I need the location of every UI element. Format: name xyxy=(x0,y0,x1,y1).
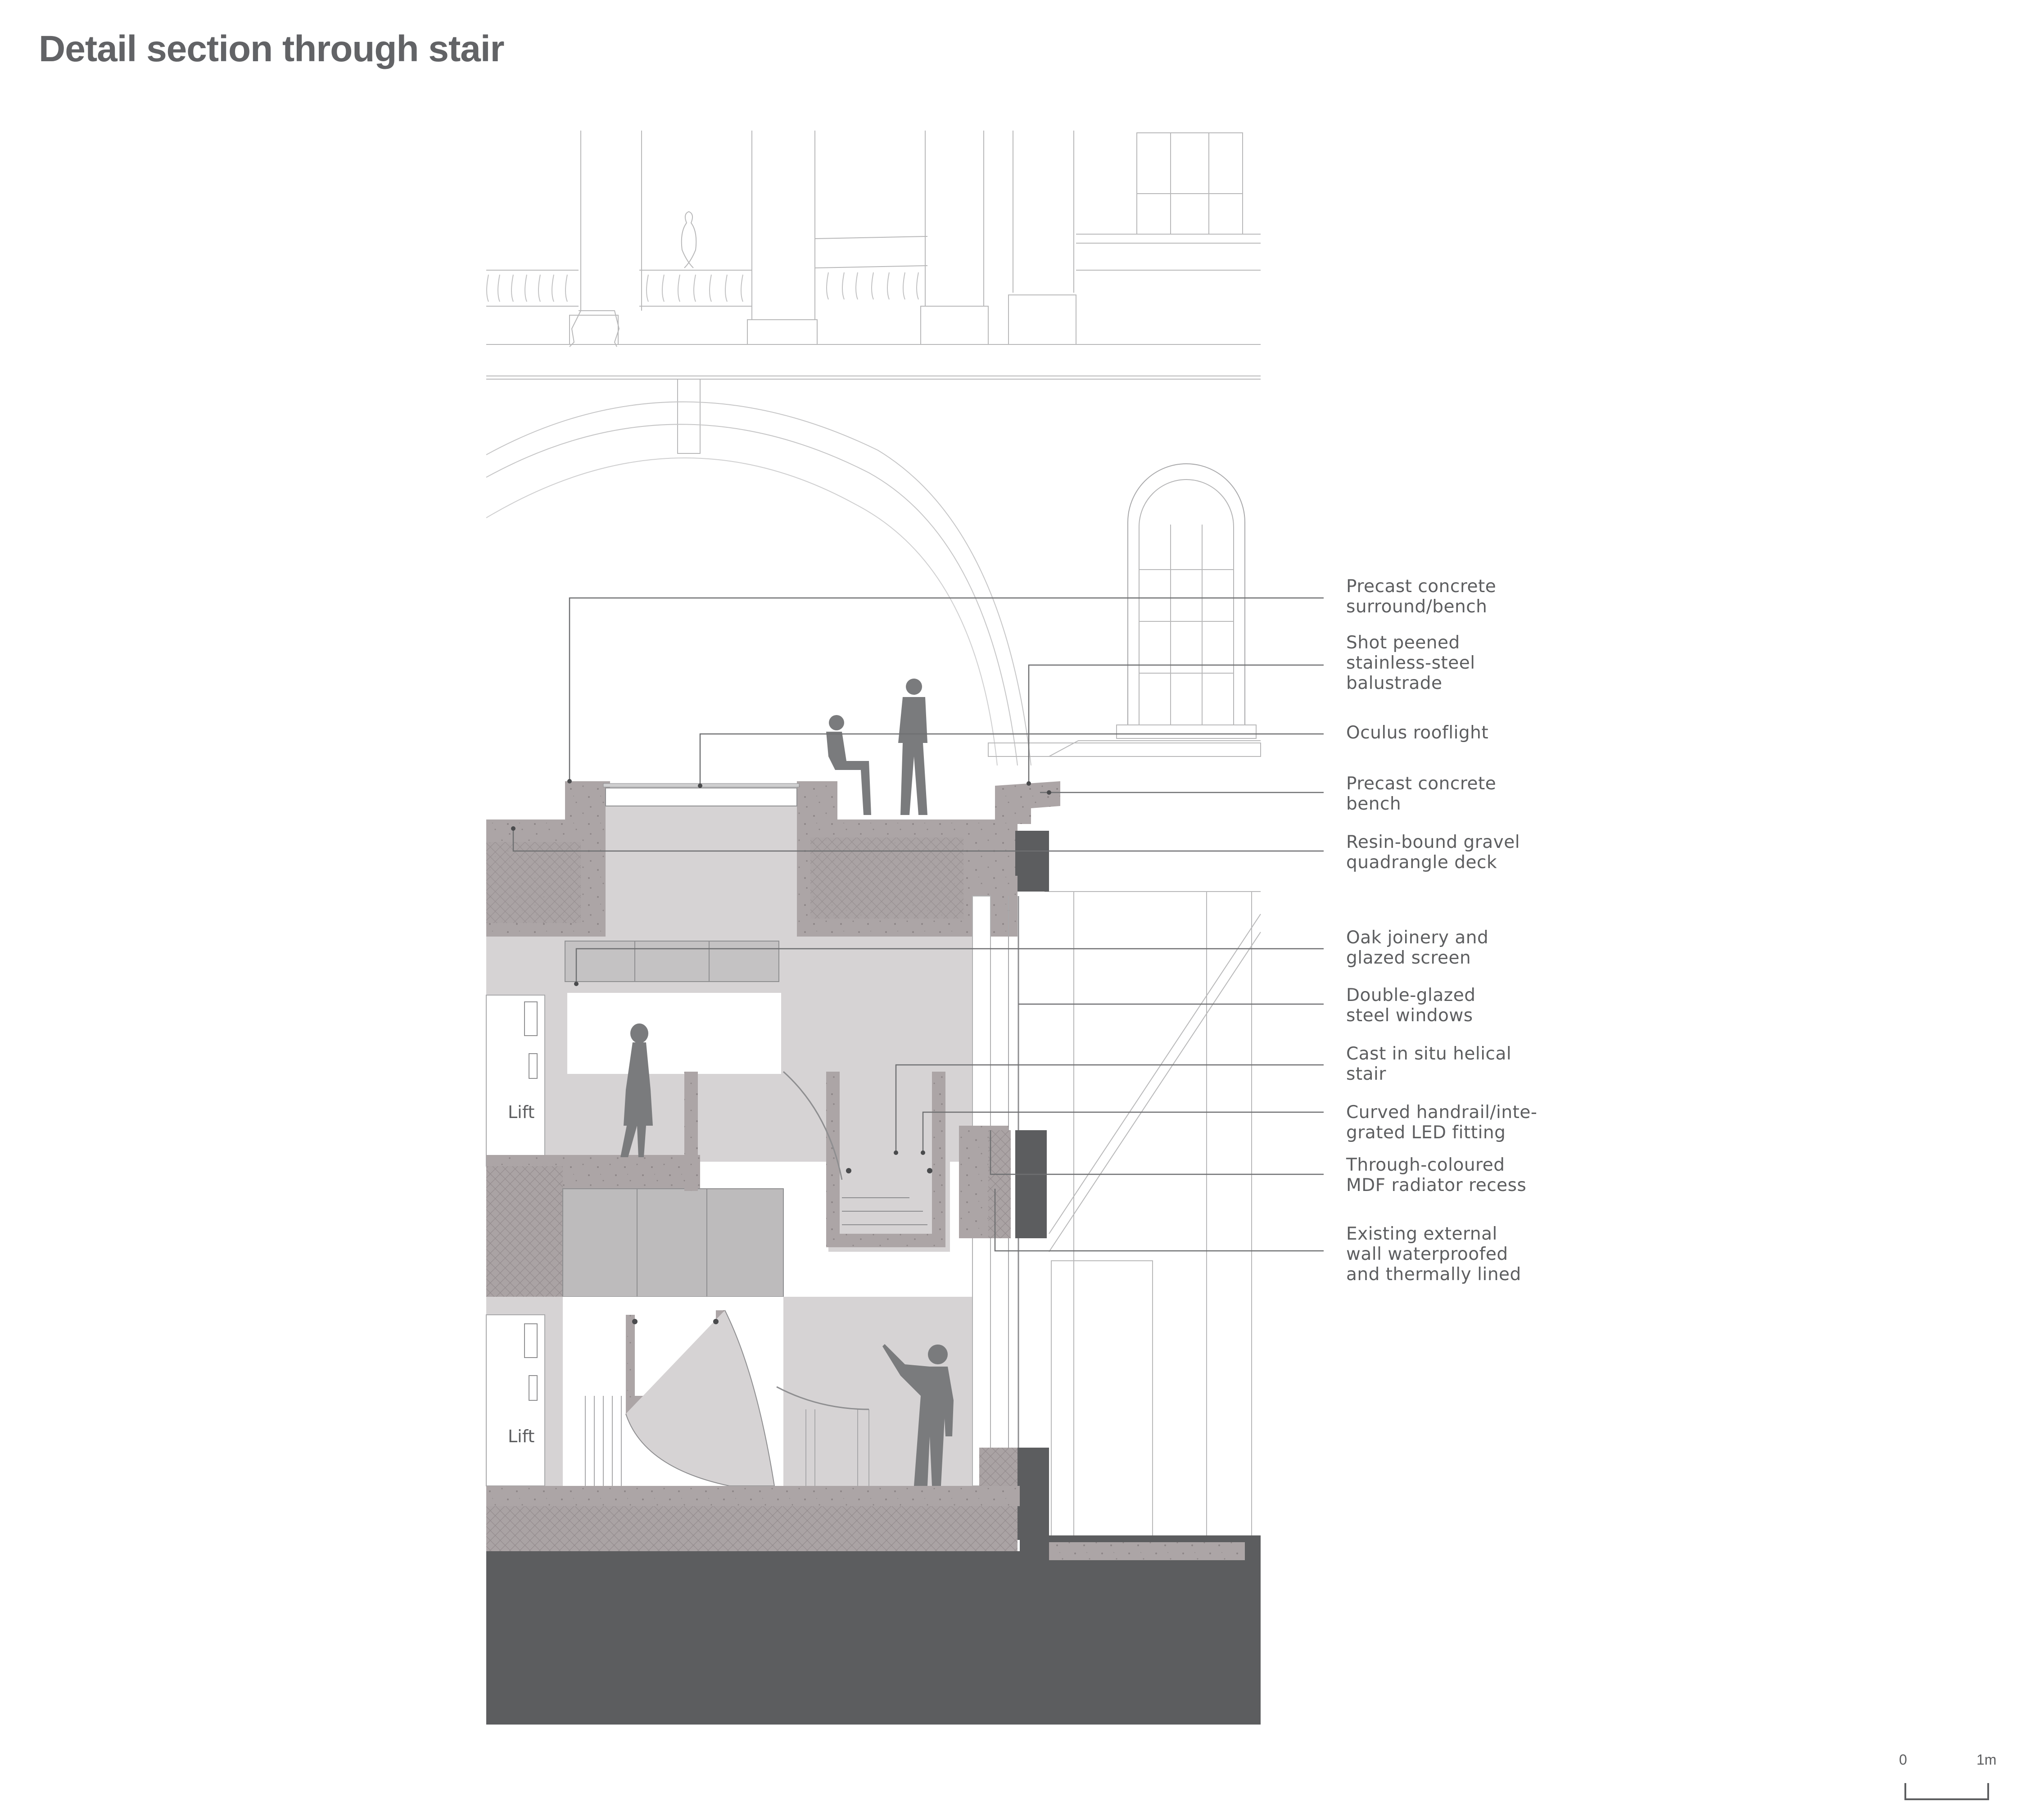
leader-lines xyxy=(512,597,1324,1252)
ground xyxy=(486,1486,1261,1725)
annotation-oak-joinery: Oak joinery and glazed screen xyxy=(1346,928,1489,968)
lift-label-upper: Lift xyxy=(508,1102,535,1122)
annotation-helical-stair: Cast in situ helical stair xyxy=(1346,1044,1512,1084)
deck-slab xyxy=(486,781,1060,937)
annotation-precast-surround: Precast concrete surround/bench xyxy=(1346,576,1497,617)
leader-dots xyxy=(511,779,1051,1324)
interior-spaces xyxy=(486,937,972,1486)
elevation-background xyxy=(486,131,1261,1540)
people xyxy=(620,679,954,1486)
external-wall xyxy=(959,896,1049,1540)
scale-start-label: 0 xyxy=(1899,1752,1907,1768)
annotation-gravel-deck: Resin-bound gravel quadrangle deck xyxy=(1346,832,1520,873)
annotation-steel-windows: Double-glazed steel windows xyxy=(1346,985,1476,1026)
annotation-precast-bench: Precast concrete bench xyxy=(1346,774,1497,814)
annotation-external-wall: Existing external wall waterproofed and … xyxy=(1346,1224,1521,1285)
annotation-oculus: Oculus rooflight xyxy=(1346,723,1489,743)
annotation-radiator: Through-coloured MDF radiator recess xyxy=(1346,1155,1527,1195)
annotation-handrail: Curved handrail/inte- grated LED fitting xyxy=(1346,1102,1538,1143)
annotation-balustrade: Shot peened stainless-steel balustrade xyxy=(1346,633,1475,693)
scale-bar: 0 1m xyxy=(1891,1752,1997,1801)
scale-end-label: 1m xyxy=(1976,1752,1997,1768)
page-title: Detail section through stair xyxy=(39,28,505,69)
lift-label-lower: Lift xyxy=(508,1426,535,1446)
scale-bar-line xyxy=(1904,1783,1989,1800)
